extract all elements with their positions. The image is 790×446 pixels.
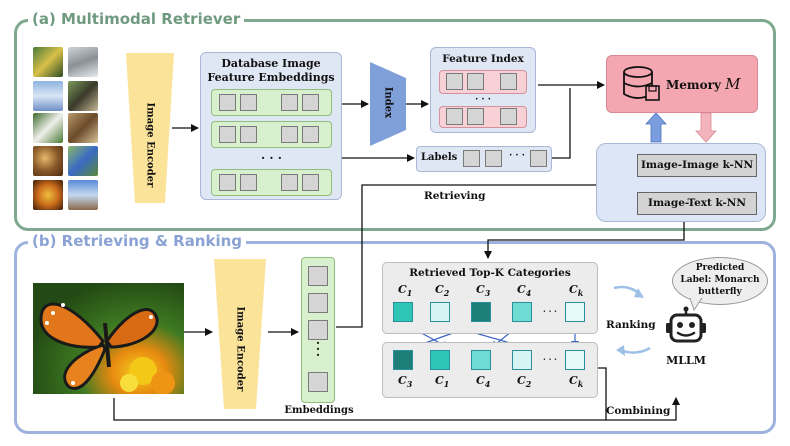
- retriever-panel: [14, 19, 776, 231]
- feature-index-ellipsis: · · ·: [475, 95, 491, 105]
- arrow-knn-to-topk: [484, 222, 685, 259]
- line-combining: [113, 397, 680, 421]
- top-square: [430, 302, 450, 322]
- thumbnail-dog: [68, 81, 98, 111]
- combining-label: Combining: [606, 405, 671, 417]
- image-image-knn-box: [637, 154, 757, 177]
- index-block: [370, 62, 406, 146]
- image-encoder-bottom-label: Image Encoder: [234, 306, 246, 392]
- embeddings-label: Embeddings: [284, 405, 354, 416]
- ranked-square: [512, 350, 532, 370]
- image-encoder-top: [126, 53, 174, 203]
- top-square: [565, 302, 585, 322]
- retriever-title: (a) Multimodal Retriever: [28, 10, 245, 28]
- thumbnail-airplane: [33, 81, 63, 111]
- ranked-square: [471, 350, 491, 370]
- ranking-title: (b) Retrieving & Ranking: [28, 232, 247, 250]
- query-image-butterfly: [33, 283, 184, 394]
- prediction-bubble: [672, 257, 768, 305]
- ranking-label: Ranking: [606, 319, 656, 331]
- query-embeddings-ellipsis: ···: [315, 336, 321, 362]
- thumbnail-bird-white: [33, 113, 63, 143]
- ranked-label: C2: [517, 374, 532, 390]
- memory-box: [606, 55, 758, 113]
- image-encoder-bottom: [214, 259, 266, 409]
- feature-index-title: Feature Index: [442, 53, 524, 65]
- retrieving-label: Retrieving: [424, 190, 486, 202]
- database-embeddings-title-1: Database Image: [221, 57, 321, 70]
- prediction-line-3: butterfly: [698, 287, 742, 297]
- memory-label-text: Memory: [666, 78, 721, 92]
- top-square: [393, 302, 413, 322]
- top-label: C1: [398, 283, 413, 299]
- thumbnail-bird: [33, 47, 63, 77]
- thumbnail-jet: [68, 180, 98, 210]
- image-encoder-top-label: Image Encoder: [144, 102, 156, 188]
- labels-ellipsis: · · ·: [509, 151, 525, 161]
- top-label: Ck: [569, 283, 584, 299]
- top-square: [471, 302, 491, 322]
- bubble-tail: [690, 298, 703, 312]
- ranked-square: [393, 350, 413, 370]
- ranked-row-ellipsis: · · ·: [543, 354, 557, 364]
- ranked-label: C3: [398, 374, 413, 390]
- top-row-ellipsis: · · ·: [543, 306, 557, 316]
- ranking-panel: [14, 241, 776, 434]
- line-labels-to-memory: [552, 88, 571, 159]
- thumbnail-food: [33, 146, 63, 176]
- top-label: C2: [435, 283, 450, 299]
- topk-panel: [382, 262, 598, 334]
- robot-icon: [666, 306, 706, 343]
- ranked-label: C4: [476, 374, 491, 390]
- top-label: C4: [517, 283, 532, 299]
- top-square: [512, 302, 532, 322]
- database-embeddings-title-2: Feature Embeddings: [207, 71, 335, 84]
- ranked-square: [565, 350, 585, 370]
- ranked-square: [430, 350, 450, 370]
- image-text-knn-box: [637, 192, 757, 215]
- prediction-line-1: Predicted: [695, 263, 745, 273]
- image-image-knn-label: Image-Image k-NN: [640, 159, 754, 171]
- embeddings-ellipsis: · · ·: [261, 151, 282, 165]
- up-arrow-icon: [645, 112, 667, 143]
- mllm-label: MLLM: [666, 354, 706, 367]
- labels-panel: [416, 146, 552, 172]
- topk-title: Retrieved Top-K Categories: [409, 267, 571, 279]
- image-text-knn-label: Image-Text k-NN: [648, 197, 746, 209]
- labels-label: Labels: [421, 152, 458, 163]
- thumbnail-car: [68, 47, 98, 77]
- top-label: C3: [476, 283, 491, 299]
- line-retrieving: [336, 184, 596, 328]
- thumbnail-mushroom: [68, 113, 98, 143]
- thumbnail-flower: [33, 180, 63, 210]
- prediction-line-2: Label: Monarch: [680, 275, 760, 285]
- memory-symbol: M: [725, 75, 741, 93]
- database-icon: [623, 66, 660, 101]
- butterfly-icon: [39, 302, 175, 394]
- thumbnail-bluebird: [68, 146, 98, 176]
- ranked-label: C1: [435, 374, 450, 390]
- down-arrow-icon: [695, 112, 717, 143]
- index-label: Index: [382, 86, 394, 119]
- memory-label: Memory M: [666, 75, 740, 93]
- ranked-label: Ck: [569, 374, 584, 390]
